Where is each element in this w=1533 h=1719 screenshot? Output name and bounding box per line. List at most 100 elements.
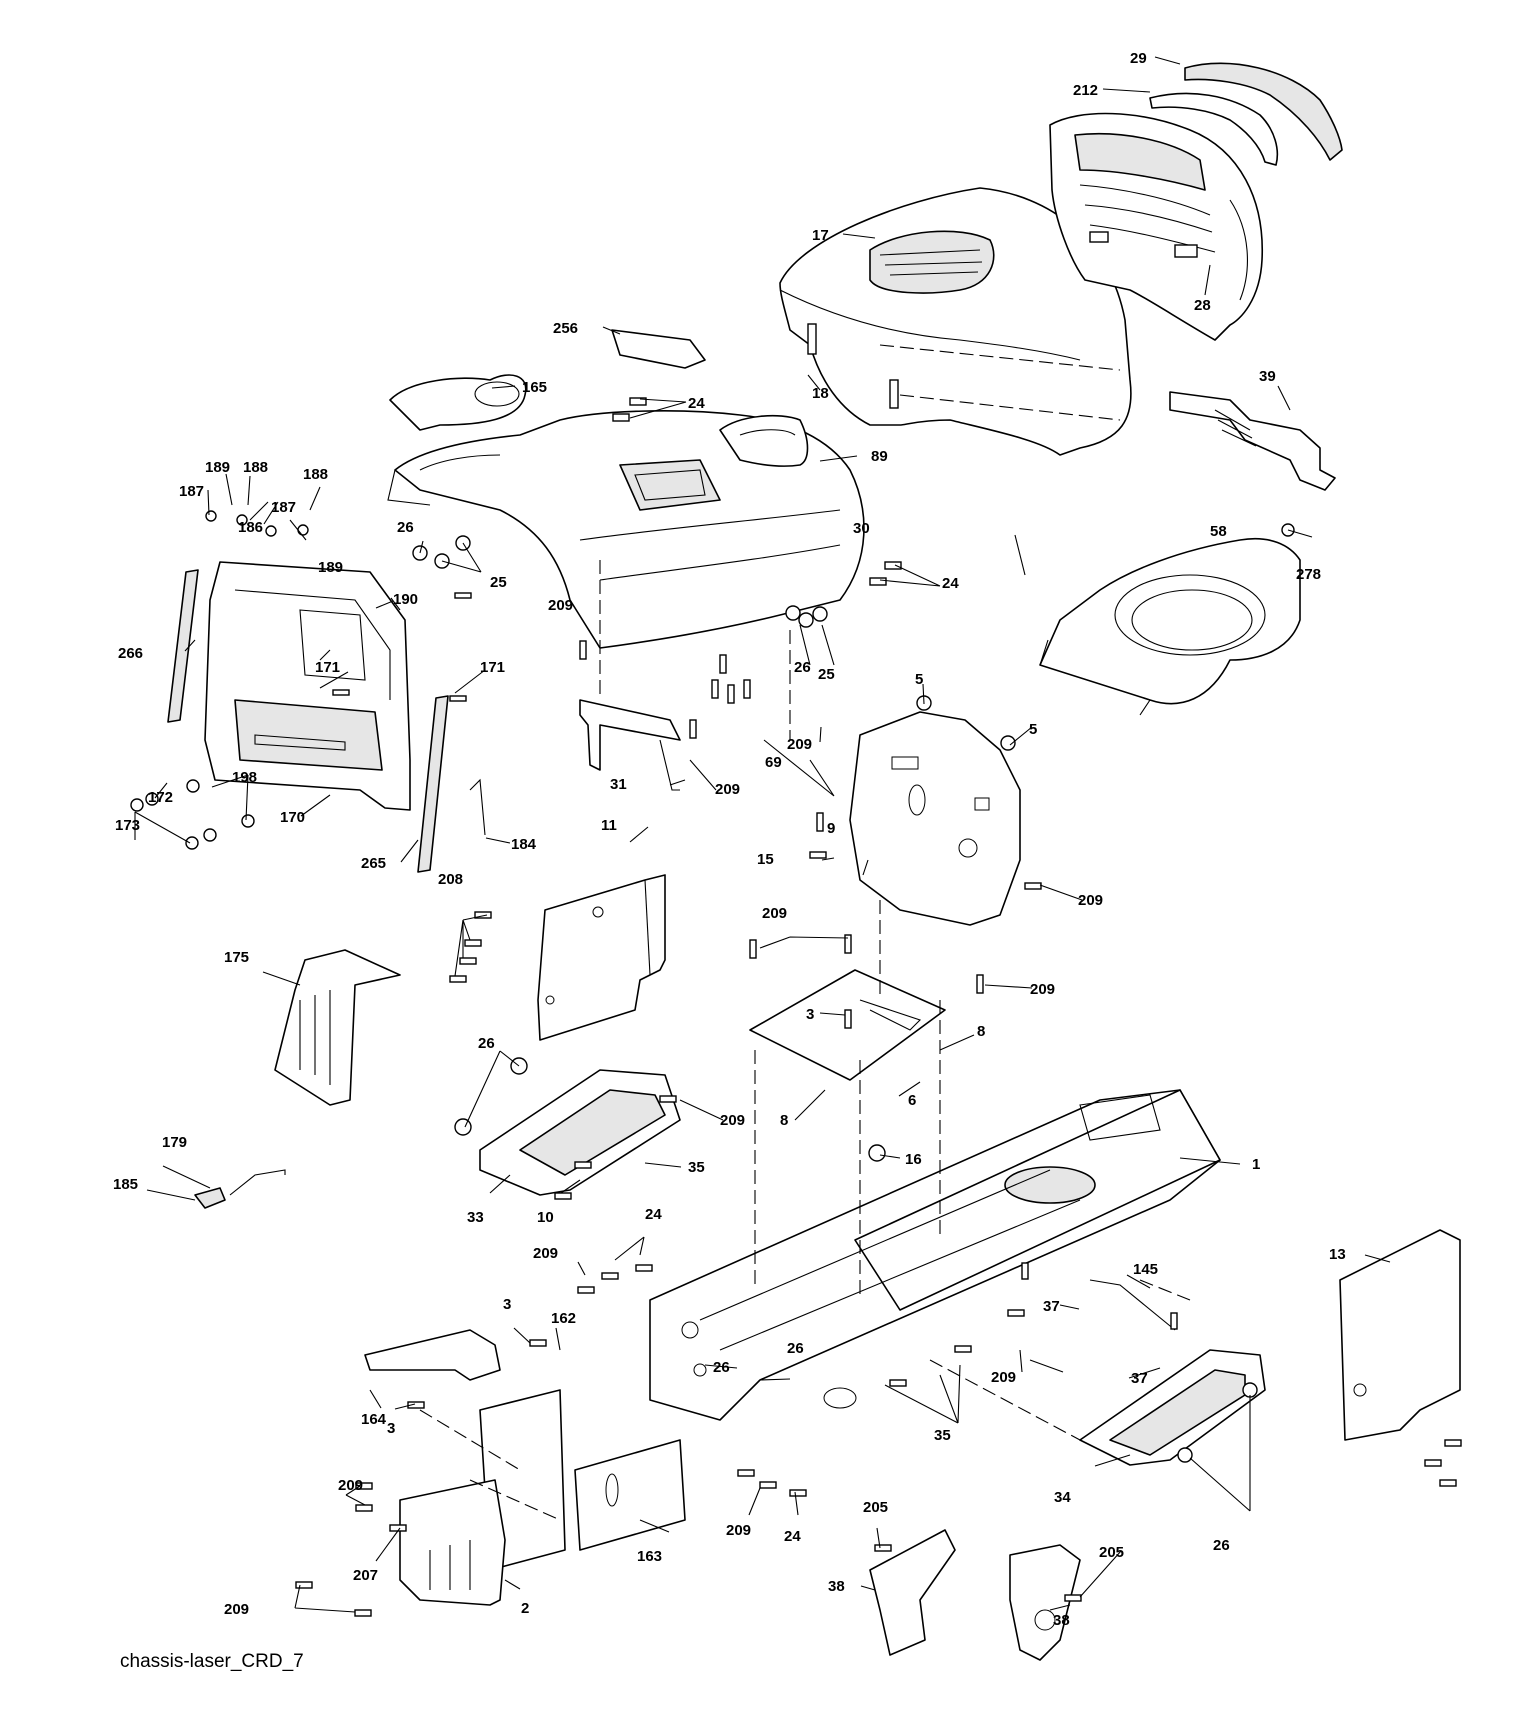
- callout-label: 209: [715, 781, 740, 798]
- bolt-icon: [789, 1489, 807, 1497]
- bolt-icon: [809, 851, 827, 859]
- callout-label: 17: [812, 227, 829, 244]
- hardware: [130, 397, 1462, 1617]
- bolt-icon: [889, 1379, 907, 1387]
- callout-label: 185: [113, 1176, 138, 1193]
- callout-label: 33: [467, 1209, 484, 1226]
- callout-label: 5: [915, 671, 923, 688]
- callout-label: 18: [812, 385, 829, 402]
- callout-label: 209: [1030, 981, 1055, 998]
- bolt-icon: [1007, 1309, 1025, 1317]
- bolt-icon: [407, 1401, 425, 1409]
- plate-163-part: [574, 1439, 686, 1551]
- bolt-icon: [1444, 1439, 1462, 1447]
- bracket-38-right-part: [1009, 1544, 1081, 1661]
- callout-label: 209: [548, 597, 573, 614]
- rod-145-part: [1089, 1279, 1176, 1331]
- callout-label: 26: [478, 1035, 495, 1052]
- callout-label: 25: [490, 574, 507, 591]
- clip-icon: [265, 525, 277, 537]
- callouts: 29 212 17 28 256 165 24 18 39 89 189 188…: [113, 50, 1346, 1629]
- bolt-icon: [844, 1009, 852, 1029]
- bolt-icon: [355, 1504, 373, 1512]
- callout-label: 39: [1259, 368, 1276, 385]
- callout-label: 207: [353, 1567, 378, 1584]
- callout-label: 209: [726, 1522, 751, 1539]
- shield-175-part: [274, 949, 401, 1106]
- callout-label: 38: [828, 1578, 845, 1595]
- callout-label: 16: [905, 1151, 922, 1168]
- bolt-icon: [976, 974, 984, 994]
- nut-icon: [185, 836, 199, 850]
- callout-label: 205: [863, 1499, 888, 1516]
- bracket-38-left-part: [869, 1529, 956, 1656]
- bolt-icon: [719, 654, 727, 674]
- callout-label: 31: [610, 776, 627, 793]
- callout-label: 184: [511, 836, 537, 853]
- bolt-icon: [459, 957, 477, 965]
- bolt-icon: [743, 679, 751, 699]
- callout-label: 8: [977, 1023, 985, 1040]
- bolt-icon: [332, 689, 350, 696]
- bolt-icon: [449, 975, 467, 983]
- bolt-icon: [884, 561, 902, 570]
- bolt-icon: [874, 1544, 892, 1552]
- callout-label: 209: [1078, 892, 1103, 909]
- callout-label: 24: [645, 1206, 662, 1223]
- panel-11-part: [537, 874, 666, 1041]
- callout-label: 162: [551, 1310, 576, 1327]
- callout-label: 209: [991, 1369, 1016, 1386]
- bolt-icon: [759, 1481, 777, 1489]
- callout-label: 26: [713, 1359, 730, 1376]
- callout-label: 189: [205, 459, 230, 476]
- bolt-icon: [577, 1286, 595, 1294]
- bolt-icon: [529, 1339, 547, 1347]
- callout-label: 188: [243, 459, 268, 476]
- dash-panel-30-part: [387, 410, 865, 649]
- bolt-icon: [464, 939, 482, 947]
- washer-icon: [203, 828, 217, 842]
- diagram-caption: chassis-laser_CRD_7: [120, 1651, 304, 1672]
- washer-icon: [241, 814, 255, 828]
- callout-label: 15: [757, 851, 774, 868]
- shroud-58-part: [1039, 537, 1301, 716]
- callout-label: 35: [934, 1427, 951, 1444]
- callout-label: 265: [361, 855, 386, 872]
- nut-icon: [1177, 1447, 1193, 1463]
- strip-265-part: [417, 695, 449, 873]
- bolt-icon: [816, 812, 824, 832]
- callout-label: 38: [1053, 1612, 1070, 1629]
- lever-179-part: [194, 1169, 286, 1209]
- grille-trim-part: [1149, 62, 1343, 166]
- bolt-icon: [454, 592, 472, 599]
- bolt-icon: [954, 1345, 972, 1353]
- nut-icon: [1000, 735, 1016, 751]
- footrest-33-part: [479, 1069, 681, 1196]
- callout-label: 37: [1043, 1298, 1060, 1315]
- grille-part: [1049, 112, 1264, 341]
- nut-icon: [454, 1118, 472, 1136]
- nut-icon: [1242, 1382, 1258, 1398]
- clip-icon: [205, 510, 217, 522]
- callout-label: 89: [871, 448, 888, 465]
- bolt-icon: [844, 934, 852, 954]
- callout-label: 209: [338, 1477, 363, 1494]
- callout-label: 25: [818, 666, 835, 683]
- callout-label: 26: [1213, 1537, 1230, 1554]
- nut-icon: [812, 606, 828, 622]
- callout-label: 29: [1130, 50, 1147, 67]
- callout-label: 186: [238, 519, 263, 536]
- clip-icon: [236, 514, 248, 526]
- callout-label: 266: [118, 645, 143, 662]
- rod-184-part: [469, 778, 486, 836]
- bracket-2-part: [399, 1479, 506, 1606]
- washer-icon: [186, 779, 200, 793]
- bolt-icon: [579, 640, 587, 660]
- nut-icon: [868, 1144, 886, 1162]
- frame-1-part: [649, 1089, 1221, 1421]
- callout-label: 24: [942, 575, 959, 592]
- callout-label: 209: [224, 1601, 249, 1618]
- strip-266-part: [167, 569, 199, 723]
- bolt-icon: [1024, 882, 1042, 890]
- bolt-icon: [612, 413, 630, 422]
